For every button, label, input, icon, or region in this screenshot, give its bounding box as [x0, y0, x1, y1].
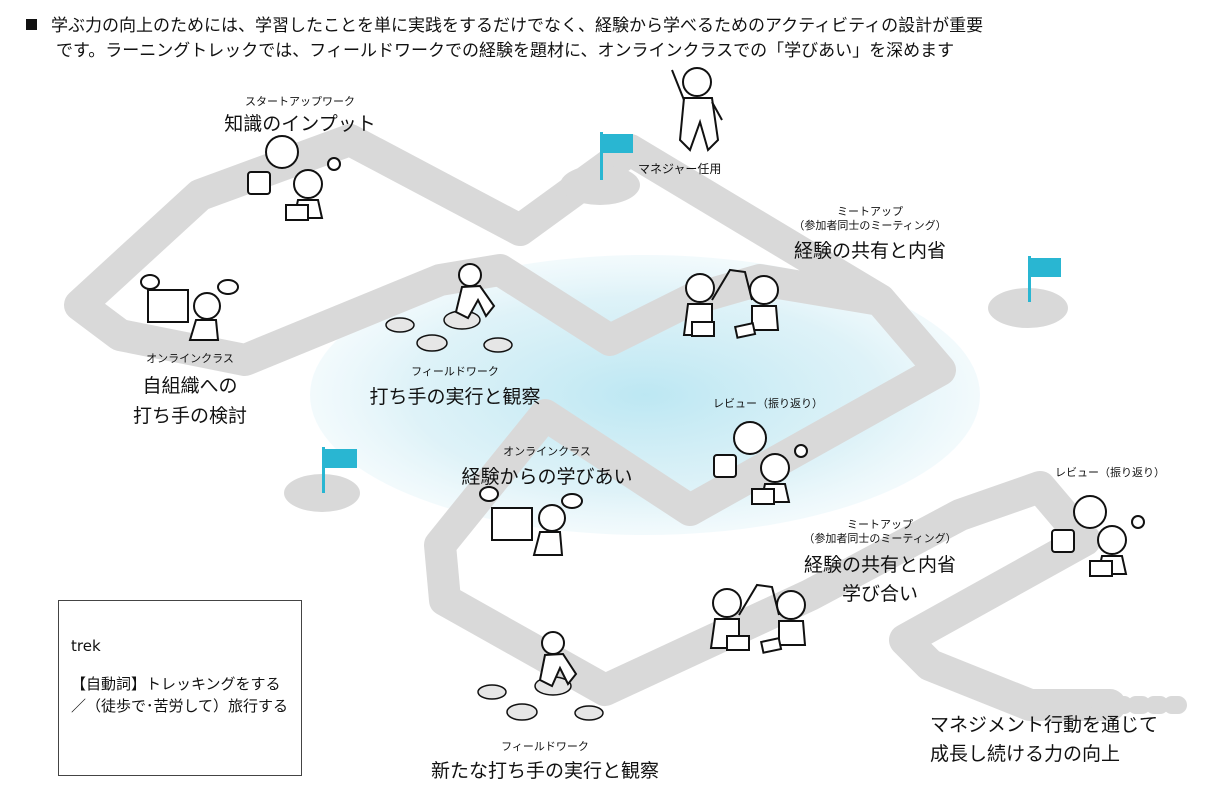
- people-high-five-icon: [682, 268, 780, 339]
- person-laptop-icon: [1051, 495, 1145, 577]
- definition-text: 【自動詞】トレッキングをする／（徒歩で･苦労して）旅行する: [71, 675, 289, 715]
- flag-icon: [600, 132, 633, 180]
- intro-line-2: です。ラーニングトレックでは、フィールドワークでの経験を題材に、オンラインクラス…: [56, 41, 955, 61]
- flag-platform: [560, 165, 640, 205]
- intro-text: 学ぶ力の向上のためには、学習したことを単に実践をするだけでなく、経験から学べるた…: [26, 14, 1216, 64]
- manager-label: マネジャー任用: [638, 162, 722, 176]
- field2-sub: フィールドワーク: [501, 740, 589, 753]
- online-class-icon: [140, 274, 239, 341]
- meetup2-title-1: 経験の共有と内省: [803, 554, 956, 576]
- meetup1-sub-2: （参加者同士のミーティング）: [793, 219, 947, 232]
- field1-sub: フィールドワーク: [411, 365, 499, 378]
- flag-icon: [322, 447, 357, 493]
- stepping-stones-icon: [477, 676, 604, 721]
- meetup2-title-2: 学び合い: [841, 583, 918, 605]
- meetup2-sub-2: （参加者同士のミーティング）: [803, 532, 957, 545]
- review1-sub: レビュー（振り返り）: [713, 397, 823, 410]
- meetup1-title: 経験の共有と内省: [793, 240, 946, 262]
- meetup1-sub-1: ミートアップ: [837, 205, 903, 218]
- goal-line-1: マネジメント行動を通じて: [930, 714, 1159, 736]
- flag-icon: [1028, 256, 1061, 302]
- definition-term: trek: [71, 637, 101, 655]
- person-laptop-icon: [247, 135, 341, 221]
- person-walking-icon: [538, 631, 578, 688]
- person-cheering-icon: [671, 67, 723, 152]
- field2-title: 新たな打ち手の実行と観察: [430, 760, 659, 782]
- online1-title-2: 打ち手の検討: [132, 405, 247, 427]
- person-laptop-icon: [713, 421, 808, 505]
- bullet-icon: [26, 19, 37, 30]
- intro-line-1: 学ぶ力の向上のためには、学習したことを単に実践をするだけでなく、経験から学べるた…: [26, 14, 1216, 39]
- goal-line-2: 成長し続ける力の向上: [930, 743, 1121, 765]
- online1-title-1: 自組織への: [142, 375, 238, 397]
- person-walking-icon: [454, 263, 496, 320]
- trek-definition-box: trek 【自動詞】トレッキングをする／（徒歩で･苦労して）旅行する: [58, 600, 302, 776]
- online1-sub: オンラインクラス: [146, 352, 234, 365]
- startup-title: 知識のインプット: [224, 113, 376, 135]
- review2-sub: レビュー（振り返り）: [1055, 466, 1165, 479]
- meetup2-sub-1: ミートアップ: [847, 518, 913, 531]
- field1-title: 打ち手の実行と観察: [369, 386, 541, 408]
- online2-title: 経験からの学びあい: [461, 466, 633, 488]
- online2-sub: オンラインクラス: [503, 445, 591, 458]
- people-high-five-icon: [709, 583, 807, 654]
- stepping-stones-icon: [385, 310, 513, 353]
- flag-platform: [988, 288, 1068, 328]
- online-class-icon: [479, 486, 583, 556]
- startup-sub: スタートアップワーク: [245, 95, 355, 108]
